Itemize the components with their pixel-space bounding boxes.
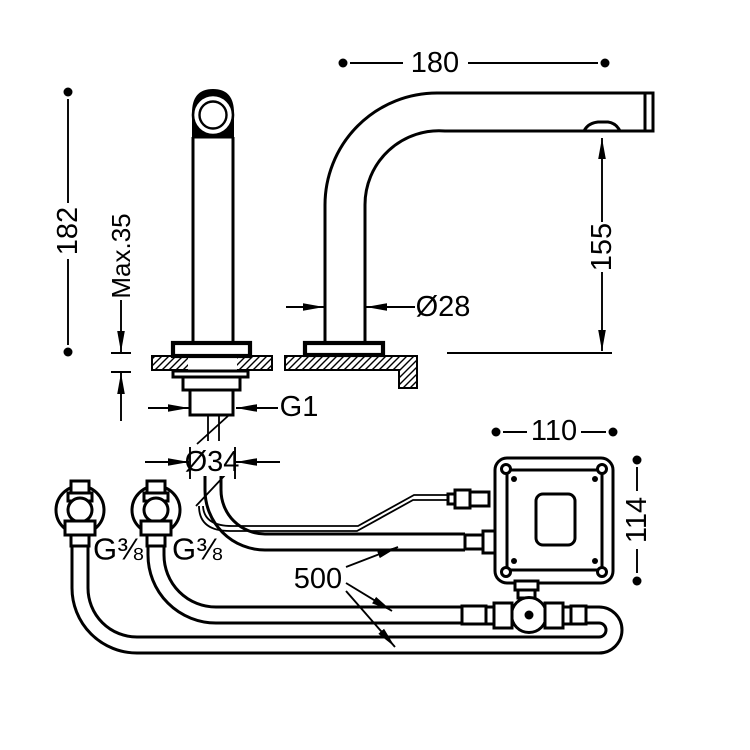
box-screw-br [596, 566, 608, 578]
sensor-shank-g1 [188, 388, 235, 417]
valve-left-outlet [69, 533, 91, 548]
dim-114-label: 114 [621, 497, 653, 543]
dim-114-dot-top [632, 455, 642, 465]
dim-spout-reach: 180 [338, 47, 610, 79]
counter-hole [188, 353, 237, 373]
dim-110-label: 110 [531, 415, 577, 447]
dim-182-dot-bottom [63, 347, 73, 357]
panel-dot-br [592, 558, 598, 564]
dim-182-dot-top [63, 87, 73, 97]
box-inlet-hex [481, 529, 497, 555]
valve-right-ball [142, 496, 170, 524]
dim-g1-label: G1 [280, 391, 319, 423]
dim-180-dot-left [338, 58, 348, 68]
box-inlet-nut [463, 533, 485, 551]
dim-114-dot-bottom [632, 576, 642, 586]
dim-shank-thread: G1 [148, 391, 318, 423]
label-g38-left: G⅜ [93, 532, 143, 567]
sensor-shaft-edges [191, 137, 235, 343]
sensor-shaft-fill [194, 135, 232, 343]
box-screw-tl [500, 463, 512, 475]
sensor-flange [170, 340, 253, 359]
hose1-inner [219, 470, 465, 536]
dim-182-label: 182 [52, 207, 84, 255]
dim-max-deck: Max.35 [106, 213, 136, 421]
cable-run-upper [202, 494, 448, 527]
dim-max35-label: Max.35 [106, 213, 136, 298]
control-box-window [534, 492, 577, 547]
valve-right-outlet [145, 533, 167, 548]
sensor-column [170, 88, 253, 417]
dim-500-label: 500 [294, 563, 342, 595]
dim-spout-diameter: Ø28 [286, 291, 470, 323]
dim-box-width: 110 [491, 415, 618, 447]
cable-run-lower [198, 499, 448, 532]
dim-max35-ticks [111, 352, 131, 373]
panel-dot-tl [511, 476, 517, 482]
dim-180-dot-right [600, 58, 610, 68]
dim-o28-label: Ø28 [416, 291, 471, 323]
dim-o34-ticks [189, 447, 236, 479]
solenoid-center-dot [524, 610, 534, 620]
sensor-eye-inner [198, 100, 228, 130]
dim-o34-label-bg [191, 448, 234, 476]
dim-180-label: 180 [411, 47, 459, 79]
box-screw-bl [500, 566, 512, 578]
hose2-inner [162, 546, 462, 609]
cable-plug-socket [468, 490, 491, 508]
panel-dot-tr [592, 476, 598, 482]
solenoid-right-hex [543, 601, 565, 630]
hoses [70, 470, 624, 655]
solenoid-right-nut [569, 604, 588, 626]
dim-o34-label: Ø34 [185, 446, 240, 478]
dim-hose-length: 500 [294, 546, 399, 648]
dim-500-leader-1 [345, 546, 399, 568]
dim-tap-height: 182 [52, 87, 84, 357]
spout [302, 91, 655, 358]
solenoid-left-hex [492, 601, 514, 630]
countertop-section [151, 353, 418, 389]
dim-110-dot-left [491, 427, 501, 437]
hose3-left-run [70, 546, 599, 655]
dim-hole-diameter: Ø34 [145, 446, 280, 479]
dim-box-height: 114 [621, 455, 653, 586]
valve-left-hex [63, 519, 97, 537]
hose1-outer [203, 470, 465, 552]
spout-flange [302, 340, 386, 358]
valve-left-ball [66, 496, 94, 524]
box-screw-tr [596, 463, 608, 475]
solenoid-valve [460, 579, 588, 634]
sensor-cable [195, 415, 491, 532]
hose3-u-turn [586, 605, 624, 655]
cable-at-shank [207, 415, 220, 441]
solenoid-left-nut [460, 604, 488, 626]
cable-plug-body [453, 488, 472, 510]
hose2-outer [146, 546, 462, 625]
control-box [463, 456, 615, 585]
supply-valve-right [130, 479, 182, 548]
panel-dot-bl [511, 558, 517, 564]
dim-110-dot-right [608, 427, 618, 437]
spout-aerator [581, 120, 623, 133]
supply-valve-left [54, 479, 106, 548]
label-g38-right: G⅜ [172, 532, 222, 567]
dim-155-label: 155 [586, 223, 618, 271]
valve-right-hex [139, 519, 173, 537]
sensor-locknut [181, 375, 242, 392]
dim-500-leader-3 [345, 590, 396, 648]
dim-spout-height: 155 [447, 138, 618, 354]
dim-500-leader-2 [345, 582, 393, 612]
spout-outline [323, 91, 655, 343]
counter-slab-right [284, 355, 418, 389]
